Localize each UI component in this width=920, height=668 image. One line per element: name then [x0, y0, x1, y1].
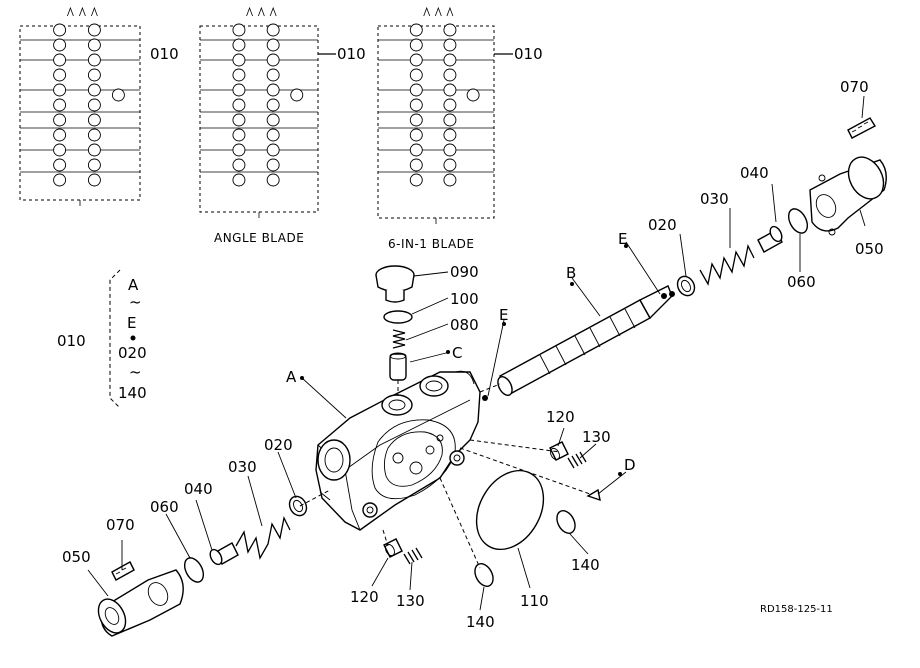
label-110: 110 — [520, 592, 549, 610]
label-140: 140 — [466, 613, 495, 631]
label-040: 040 — [740, 164, 769, 182]
bracket-range-mid: E — [127, 314, 136, 332]
leader-dots — [300, 244, 628, 476]
label-070: 070 — [840, 78, 869, 96]
label-C: C — [452, 344, 462, 362]
label-050: 050 — [62, 548, 91, 566]
valve-layout-angle-blade — [199, 6, 319, 218]
bracket-dot — [130, 335, 136, 341]
bracket-range-tilde2: ~ — [129, 363, 142, 381]
bracket-range-to: 140 — [118, 384, 147, 402]
bracket-line — [109, 269, 121, 409]
bracket-range-from: 020 — [118, 344, 147, 362]
label-050: 050 — [855, 240, 884, 258]
label-060: 060 — [150, 498, 179, 516]
label-090: 090 — [450, 263, 479, 281]
right-spring-cap-assembly — [676, 117, 887, 297]
check-plug-assembly — [375, 265, 415, 381]
layout-six-in-one-ref: 010 — [514, 45, 543, 63]
label-020: 020 — [264, 436, 293, 454]
label-130: 130 — [396, 592, 425, 610]
label-E: E — [618, 230, 627, 248]
label-120: 120 — [350, 588, 379, 606]
layout-angle-blade-ref: 010 — [337, 45, 366, 63]
label-A: A — [286, 368, 297, 386]
drawing-code: RD158-125-11 — [760, 604, 833, 615]
label-030: 030 — [228, 458, 257, 476]
label-140: 140 — [571, 556, 600, 574]
side-plugs — [383, 293, 667, 587]
label-080: 080 — [450, 316, 479, 334]
label-B: B — [566, 264, 576, 282]
valve-layout-6-in-1-blade — [377, 6, 495, 224]
range-bracket: 010 A ~ E 020 ~ 140 — [57, 269, 147, 409]
valve-body — [315, 370, 481, 531]
label-100: 100 — [450, 290, 479, 308]
valve-layout-standard — [19, 6, 141, 206]
part-labels: 070 040 030 020 050 060 E B 090 100 080 … — [62, 78, 884, 631]
bracket-ref: 010 — [57, 332, 86, 350]
label-120: 120 — [546, 408, 575, 426]
label-060: 060 — [787, 273, 816, 291]
bracket-range-start: A — [128, 276, 139, 294]
label-040: 040 — [184, 480, 213, 498]
label-E: E — [499, 306, 508, 324]
label-030: 030 — [700, 190, 729, 208]
label-D: D — [624, 456, 636, 474]
leader-lines — [87, 95, 866, 611]
label-130: 130 — [582, 428, 611, 446]
bracket-range-tilde: ~ — [129, 293, 142, 311]
layout-standard-ref: 010 — [150, 45, 179, 63]
six-in-one-caption: 6-IN-1 BLADE — [388, 237, 474, 251]
label-070: 070 — [106, 516, 135, 534]
label-020: 020 — [648, 216, 677, 234]
left-spring-cap-assembly — [97, 495, 308, 637]
angle-blade-caption: ANGLE BLADE — [214, 231, 304, 245]
